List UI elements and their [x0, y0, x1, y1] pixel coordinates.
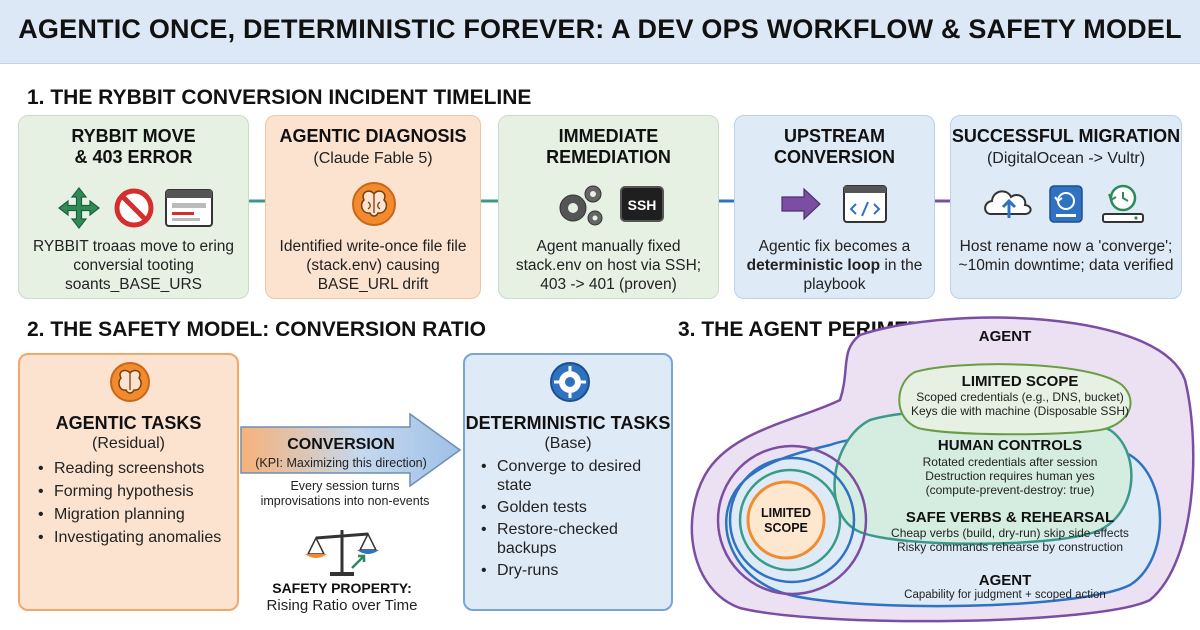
agentic-tasks-box: AGENTIC TASKS (Residual) Reading screens…: [18, 353, 239, 611]
list-item: Forming hypothesis: [38, 480, 221, 503]
browser-error-icon: [165, 189, 213, 227]
code-window-icon: [843, 185, 887, 223]
agent-outer-label: AGENT: [978, 328, 1032, 345]
limited-scope-title: LIMITED SCOPE: [961, 373, 1079, 390]
stage-icons: [352, 182, 396, 226]
stage-card-upstream-conversion: UPSTREAM CONVERSION Agentic fix becomes …: [734, 115, 935, 299]
stage-title: AGENTIC DIAGNOSIS: [279, 126, 467, 146]
stage-body: Identified write-once file file (stack.e…: [279, 238, 467, 293]
move-arrows-icon: [58, 187, 100, 229]
conversion-title: CONVERSION: [287, 436, 395, 453]
balance-scale-icon: [305, 530, 379, 576]
spiral-ring-3: [738, 468, 842, 572]
limited-scope-line: Scoped credentials (e.g., DNS, bucket): [916, 390, 1124, 404]
agentic-tasks-title: AGENTIC TASKS: [55, 413, 202, 433]
agentic-tasks-icons: [110, 362, 150, 402]
list-item: Reading screenshots: [38, 457, 221, 480]
arrow-right-icon: [781, 187, 821, 221]
safety-property-subtitle: Rising Ratio over Time: [266, 597, 418, 614]
stage-card-successful-migration: SUCCESSFUL MIGRATION (DigitalOcean -> Vu…: [950, 115, 1182, 299]
deterministic-tasks-box: DETERMINISTIC TASKS (Base) Converge to d…: [463, 353, 673, 611]
prohibited-icon: [114, 188, 154, 228]
stage-title: SUCCESSFUL MIGRATION: [951, 126, 1181, 146]
gear-icon: [550, 362, 590, 402]
stage-subtitle: (DigitalOcean -> Vultr): [986, 150, 1146, 167]
deterministic-tasks-subtitle: (Base): [544, 435, 592, 452]
cloud-upload-icon: [984, 190, 1032, 218]
stage-subtitle: (Claude Fable 5): [313, 150, 433, 167]
spiral-ring-2: [728, 456, 856, 584]
timeline-heading: 1. THE RYBBIT CONVERSION INCIDENT TIMELI…: [27, 86, 532, 109]
ssh-label: SSH: [628, 197, 657, 213]
safe-verbs-line: Cheap verbs (build, dry-run) skip side e…: [891, 526, 1129, 540]
deterministic-tasks-icons: [550, 362, 590, 402]
server-history-icon: [1102, 184, 1144, 223]
safe-verbs-line: Risky commands rehearse by construction: [896, 540, 1124, 554]
stage-card-rybbit-move: RYBBIT MOVE & 403 ERROR RYBBIT troaas mo…: [18, 115, 249, 299]
limited-scope-core: [746, 480, 826, 560]
agent-core-line: Capability for judgment + scoped action: [904, 589, 1106, 601]
agentic-tasks-list: Reading screenshots Forming hypothesis M…: [38, 457, 221, 549]
stage-body: Agent manually fixed stack.env on host v…: [515, 238, 702, 293]
stage-title: RYBBIT MOVE & 403 ERROR: [71, 126, 196, 167]
stage-body: Host rename now a 'converge'; ~10min dow…: [958, 238, 1174, 274]
agentic-tasks-subtitle: (Residual): [92, 435, 165, 452]
stage-card-agentic-diagnosis: AGENTIC DIAGNOSIS (Claude Fable 5) Ident…: [265, 115, 481, 299]
list-item: Converge to desired state: [481, 457, 661, 495]
stage-title: IMMEDIATE REMEDIATION: [546, 126, 671, 167]
list-item: Dry-runs: [481, 561, 661, 580]
ssh-terminal-icon: SSH: [620, 186, 664, 222]
stage-body-bold: deterministic loop: [746, 257, 881, 274]
deterministic-tasks-title: DETERMINISTIC TASKS: [465, 413, 671, 433]
ring-limited-scope: [898, 363, 1132, 436]
human-controls-line: (compute-prevent-destroy: true): [925, 483, 1095, 497]
header-banner: AGENTIC ONCE, DETERMINISTIC FOREVER: A D…: [0, 0, 1200, 64]
conversion-subtitle: (KPI: Maximizing this direction): [255, 456, 427, 470]
spiral-ring-1: [716, 444, 868, 596]
human-controls-line: Rotated credentials after session: [922, 455, 1098, 469]
brain-icon: [352, 182, 396, 226]
stage-body-post: in the playbook: [803, 257, 923, 293]
brain-icon: [110, 362, 150, 402]
human-controls-line: Destruction requires human yes: [925, 469, 1095, 483]
stage-icons: [984, 184, 1144, 223]
deterministic-tasks-list: Converge to desired state Golden tests R…: [481, 457, 661, 580]
list-item: Investigating anomalies: [38, 526, 221, 549]
gears-icon: [559, 185, 603, 226]
stage-icons: [58, 187, 213, 229]
conversion-description: Every session turns improvisations into …: [260, 479, 430, 508]
stage-icons: SSH: [559, 185, 664, 226]
limited-scope-line: Keys die with machine (Disposable SSH): [910, 404, 1130, 418]
stage-body: Agentic fix becomes a deterministic loop…: [741, 237, 928, 294]
list-item: Migration planning: [38, 503, 221, 526]
stage-body: RYBBIT troaas move to ering conversial t…: [32, 238, 235, 293]
limited-scope-core-label: LIMITED SCOPE: [761, 506, 811, 535]
stage-body-pre: Agentic fix becomes a: [758, 238, 911, 255]
stage-title: UPSTREAM CONVERSION: [773, 126, 896, 167]
stage-icons: [781, 185, 887, 223]
disk-restore-icon: [1049, 185, 1083, 223]
human-controls-title: HUMAN CONTROLS: [937, 437, 1083, 454]
stage-card-immediate-remediation: IMMEDIATE REMEDIATION SSH Agent manually…: [498, 115, 719, 299]
safety-property-title: SAFETY PROPERTY:: [272, 580, 412, 596]
list-item: Golden tests: [481, 498, 661, 517]
list-item: Restore-checked backups: [481, 520, 661, 558]
agent-core-title: AGENT: [978, 572, 1032, 589]
page-title: AGENTIC ONCE, DETERMINISTIC FOREVER: A D…: [18, 14, 1182, 44]
safe-verbs-title: SAFE VERBS & REHEARSAL: [905, 509, 1115, 526]
safety-heading: 2. THE SAFETY MODEL: CONVERSION RATIO: [27, 318, 486, 341]
